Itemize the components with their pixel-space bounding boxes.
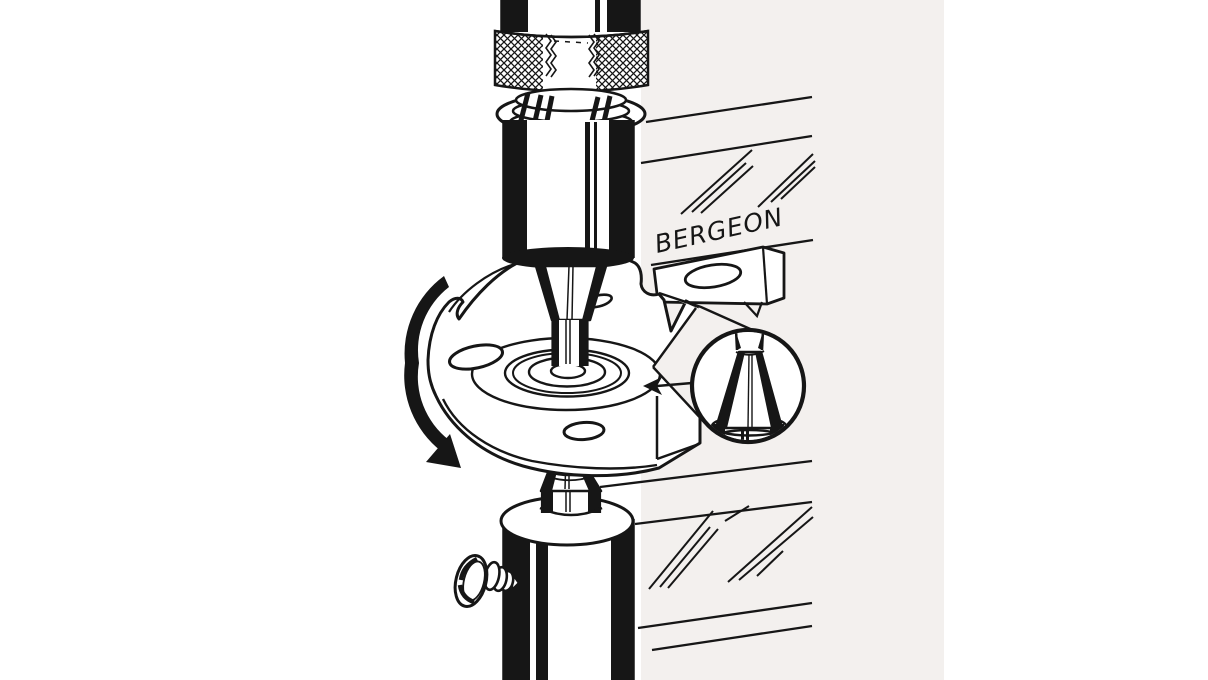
rotation-arrow-icon xyxy=(404,276,461,468)
detail-pointer-arrow-icon xyxy=(643,377,693,395)
knurled-nut xyxy=(493,29,650,93)
plate-thickness-edge xyxy=(441,398,658,470)
upper-tool xyxy=(493,0,650,366)
upper-pane-rails xyxy=(640,95,813,165)
disc-hole-rim xyxy=(539,506,603,517)
callout-leader-lines xyxy=(652,291,758,424)
screw-slot xyxy=(458,556,479,581)
tab-hole xyxy=(683,262,743,290)
pusher-cone xyxy=(534,264,608,366)
screw xyxy=(453,554,521,608)
spindle-shaft xyxy=(500,0,641,32)
lower-reflection-marks-icon xyxy=(648,505,814,590)
plate-corner-block xyxy=(655,396,700,461)
detail-pusher-tip xyxy=(709,332,789,440)
detail-inset-circle xyxy=(689,327,807,445)
plate-inner-rim xyxy=(448,262,516,313)
bridge-tab xyxy=(652,245,786,319)
lower-pane-rails xyxy=(599,459,813,652)
tool-barrel xyxy=(502,120,635,269)
upper-reflection-marks-icon xyxy=(680,149,816,215)
